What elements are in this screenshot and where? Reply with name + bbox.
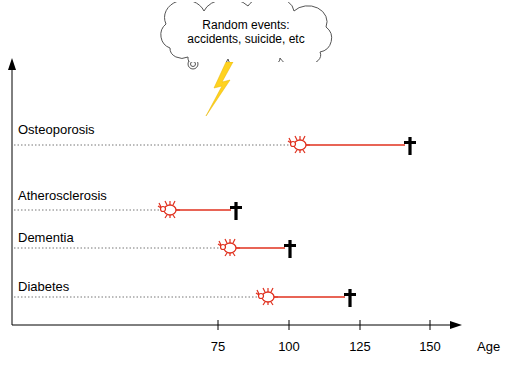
dotted-line: [14, 145, 292, 146]
cloud-callout: Random events: accidents, suicide, etc: [148, 2, 344, 62]
cloud-outline: [161, 2, 332, 62]
lightning-bolt: [206, 62, 233, 116]
axis-ticks: [218, 320, 430, 330]
tick-label: 100: [278, 339, 300, 354]
dotted-line: [14, 210, 162, 211]
disease-label: Osteoporosis: [18, 122, 95, 137]
tick-label: 125: [349, 339, 371, 354]
axis-title: Age: [477, 339, 500, 354]
y-axis: [12, 68, 13, 325]
cloud-tail: [191, 62, 196, 67]
disease-label: Dementia: [18, 230, 74, 245]
dotted-line: [14, 248, 222, 249]
dotted-line: [14, 297, 260, 298]
tick-label: 150: [419, 339, 441, 354]
disease-label: Diabetes: [18, 279, 69, 294]
tick-label: 75: [211, 339, 225, 354]
callout-text: Random events: accidents, suicide, etc: [187, 18, 305, 46]
x-axis: [12, 325, 452, 326]
disease-line: [300, 144, 405, 146]
disease-label: Atherosclerosis: [18, 188, 107, 203]
axis-arrow: [450, 321, 462, 329]
axis-arrow: [8, 58, 16, 70]
disease-line: [268, 296, 345, 298]
